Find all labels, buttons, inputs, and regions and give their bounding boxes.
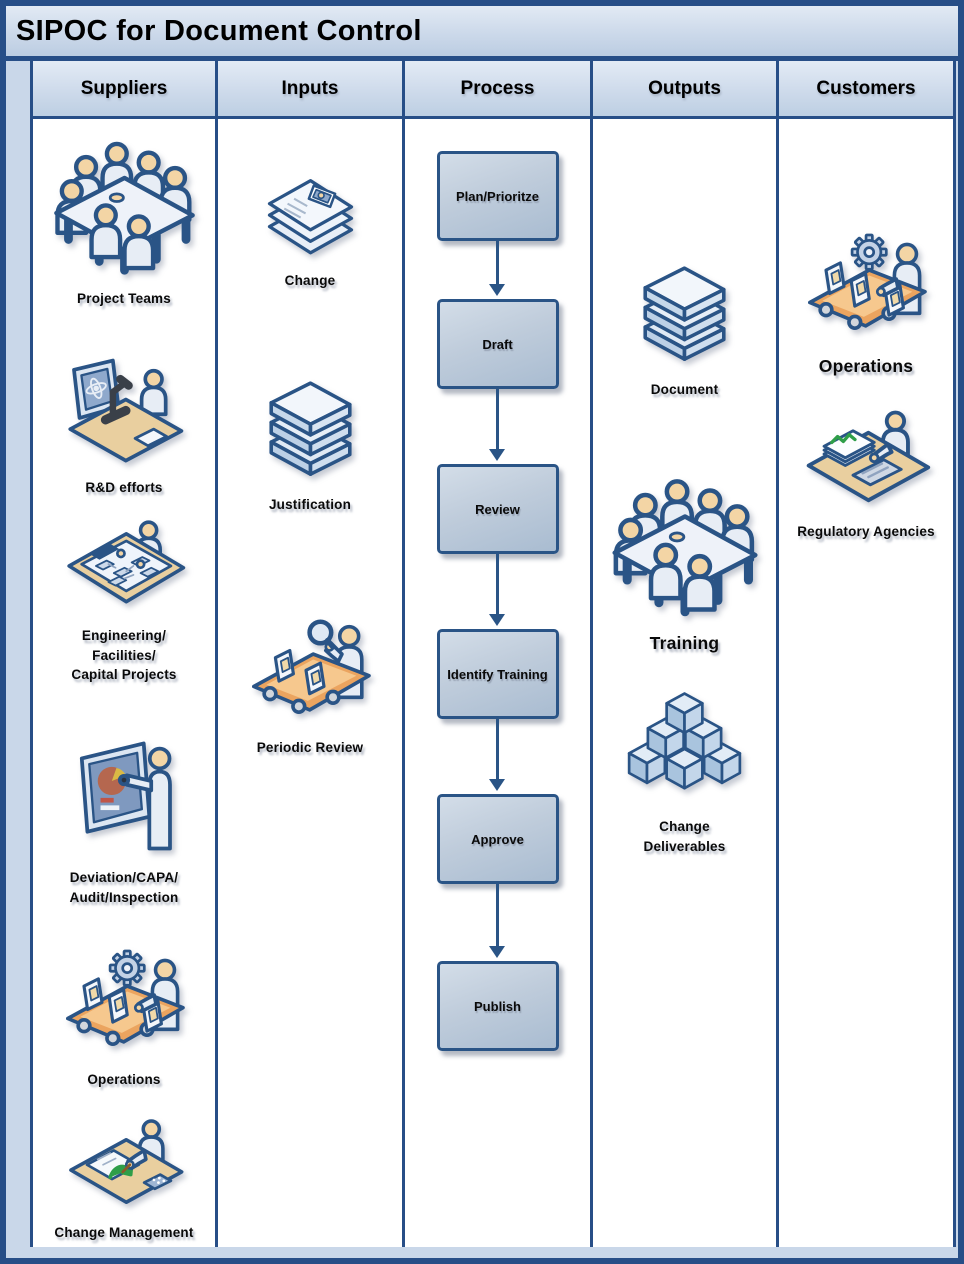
- column-header-process: Process: [405, 61, 590, 119]
- figure-periodic-review: Periodic Review: [218, 609, 402, 758]
- process-step-identify-training: Identify Training: [436, 629, 559, 719]
- figure-training: Training: [593, 471, 776, 656]
- magnifier-conveyor-icon: [243, 609, 378, 728]
- figure-label: Engineering/ Facilities/ Capital Project…: [71, 628, 177, 683]
- flow-arrow: [488, 719, 505, 791]
- column-outputs: Outputs Document Training Change Deliver…: [590, 61, 776, 1247]
- figure-label: Regulatory Agencies: [797, 524, 935, 539]
- page-title: SIPOC for Document Control: [6, 6, 958, 61]
- column-process: Process Plan/Prioritze Draft Review Iden…: [402, 61, 590, 1247]
- process-step-review: Review: [436, 464, 559, 554]
- column-body-customers: Operations Regulatory Agencies: [779, 119, 953, 1247]
- desk-reports-icon: [799, 394, 934, 512]
- column-header-outputs: Outputs: [593, 61, 776, 119]
- assembly-line-icon: [57, 941, 192, 1060]
- figure-change-deliverables: Change Deliverables: [593, 689, 776, 856]
- column-suppliers: Suppliers Project Teams R&D efforts Engi…: [30, 61, 215, 1247]
- column-header-inputs: Inputs: [218, 61, 402, 119]
- figure-operations-customer: Operations: [779, 225, 953, 379]
- figure-label: Change Management: [54, 1225, 194, 1240]
- column-body-inputs: Change Justification Periodic Review: [218, 119, 402, 1247]
- figure-project-teams: Project Teams: [33, 134, 215, 309]
- figure-operations-supplier: Operations: [33, 941, 215, 1090]
- drafting-table-icon: [62, 507, 187, 616]
- meeting-table-icon: [600, 471, 770, 621]
- scientist-desk-icon: [59, 355, 189, 468]
- column-body-suppliers: Project Teams R&D efforts Engineering/ F…: [33, 119, 215, 1247]
- figure-label: R&D efforts: [85, 480, 163, 495]
- figure-deviation-capa: Deviation/CAPA/ Audit/Inspection: [33, 734, 215, 907]
- cubes-pyramid-icon: [622, 689, 747, 807]
- flow-arrow: [488, 241, 505, 296]
- figure-label: Deviation/CAPA/ Audit/Inspection: [69, 870, 179, 905]
- flow-arrow: [488, 389, 505, 461]
- left-margin-strip: [6, 61, 30, 1247]
- column-body-outputs: Document Training Change Deliverables: [593, 119, 776, 1247]
- sipoc-board: Suppliers Project Teams R&D efforts Engi…: [6, 61, 958, 1247]
- figure-label: Training: [649, 633, 720, 653]
- figure-change: Change: [218, 161, 402, 291]
- figure-label: Periodic Review: [256, 740, 364, 755]
- document-stack-icon: [622, 252, 747, 370]
- desk-signing-icon: [62, 1104, 187, 1213]
- column-body-process: Plan/Prioritze Draft Review Identify Tra…: [405, 119, 590, 1247]
- meeting-table-icon: [42, 134, 207, 279]
- process-step-plan-prioritze: Plan/Prioritze: [436, 151, 559, 241]
- column-inputs: Inputs Change Justification Periodic Rev…: [215, 61, 402, 1247]
- figure-justification: Justification: [218, 367, 402, 515]
- figure-label: Operations: [87, 1072, 161, 1087]
- process-step-approve: Approve: [436, 794, 559, 884]
- column-header-suppliers: Suppliers: [33, 61, 215, 119]
- figure-label: Justification: [268, 497, 352, 512]
- figure-regulatory-agencies: Regulatory Agencies: [779, 394, 953, 542]
- presentation-board-icon: [63, 734, 185, 858]
- assembly-line-icon: [799, 225, 934, 344]
- flow-arrow: [488, 554, 505, 626]
- document-stack-icon: [248, 367, 373, 485]
- figure-label: Change Deliverables: [643, 819, 726, 854]
- figure-rd-efforts: R&D efforts: [33, 355, 215, 498]
- process-step-publish: Publish: [436, 961, 559, 1051]
- column-header-customers: Customers: [779, 61, 953, 119]
- figure-document: Document: [593, 252, 776, 400]
- figure-engineering: Engineering/ Facilities/ Capital Project…: [33, 507, 215, 685]
- figure-label: Project Teams: [77, 291, 171, 306]
- figure-change-management: Change Management: [33, 1104, 215, 1243]
- column-customers: Customers Operations Regulatory Agencies: [776, 61, 956, 1247]
- figure-label: Change: [284, 273, 336, 288]
- figure-label: Document: [650, 382, 719, 397]
- flow-arrow: [488, 884, 505, 958]
- papers-photo-icon: [253, 161, 368, 261]
- process-step-draft: Draft: [436, 299, 559, 389]
- figure-label: Operations: [818, 356, 914, 376]
